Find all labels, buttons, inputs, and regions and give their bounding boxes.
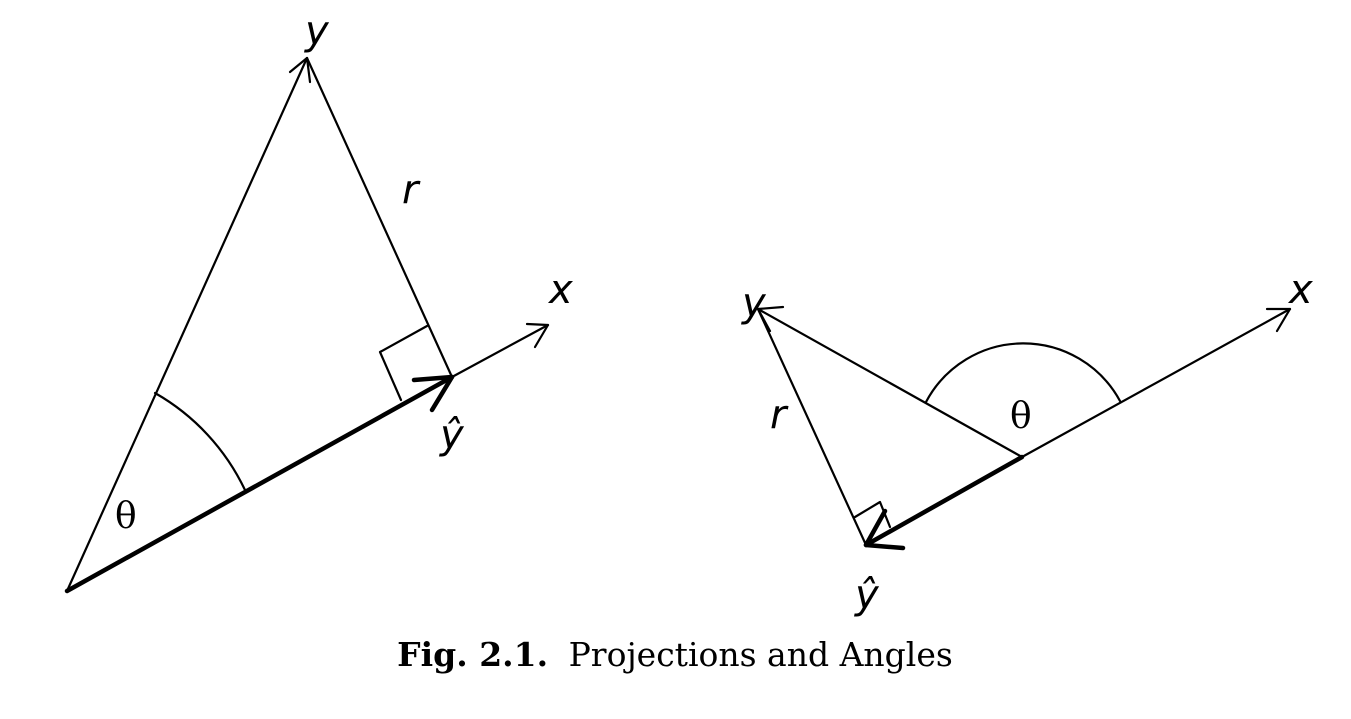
right-y-vector (756, 307, 1024, 459)
left-residual-r (305, 56, 454, 379)
right-right-angle-marker (853, 500, 892, 529)
right-label-yhat: ŷ (854, 572, 880, 618)
right-yhat-arrowhead (863, 508, 906, 551)
caption-prefix: Fig. 2.1. (397, 635, 548, 674)
left-right-angle-marker (378, 324, 429, 402)
left-x-arrowhead (525, 322, 550, 349)
right-projection-yhat (863, 454, 1025, 548)
left-y-vector (65, 56, 309, 593)
left-y-arrowhead (288, 56, 312, 84)
caption-text: Projections and Angles (569, 635, 953, 674)
left-label-yhat: ŷ (439, 412, 465, 458)
left-label-y: y (304, 8, 330, 54)
left-diagram (64, 56, 550, 594)
right-label-x: x (1287, 267, 1313, 313)
right-theta-arc (924, 342, 1122, 404)
right-label-r: r (770, 392, 789, 438)
right-x-axis (1020, 307, 1292, 459)
left-theta-arc (153, 391, 247, 492)
left-projection-yhat (64, 374, 455, 594)
left-label-x: x (547, 267, 573, 313)
right-residual-r (756, 307, 868, 547)
left-yhat-arrowhead (411, 374, 455, 413)
left-x-axis (450, 323, 550, 379)
right-diagram (756, 305, 1292, 551)
figure-caption: Fig. 2.1. Projections and Angles (397, 635, 953, 674)
left-label-theta: θ (115, 496, 137, 537)
right-label-y: y (741, 280, 767, 326)
right-x-arrowhead (1265, 307, 1292, 333)
left-label-r: r (402, 167, 421, 213)
right-label-theta: θ (1010, 396, 1032, 437)
